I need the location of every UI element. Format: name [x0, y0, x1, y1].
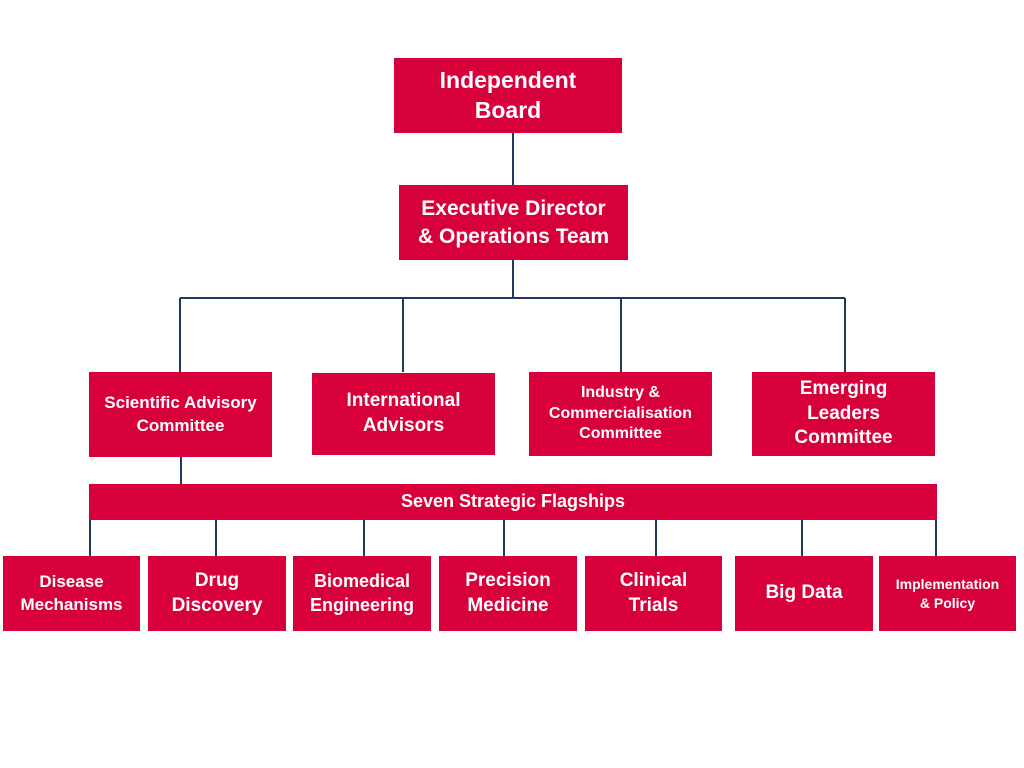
flagship-label: Big Data — [765, 582, 843, 604]
flagship-precision-medicine-box: Precision Medicine — [439, 556, 577, 631]
executive-director-label: Executive Director & Operations Team — [418, 197, 609, 248]
flagship-biomedical-engineering-box: Biomedical Engineering — [293, 556, 431, 631]
flagship-disease-mechanisms-box: Disease Mechanisms — [3, 556, 140, 631]
flagship-drug-discovery-box: Drug Discovery — [148, 556, 286, 631]
flagship-label: Drug Discovery — [171, 569, 263, 616]
flagship-clinical-trials-box: Clinical Trials — [585, 556, 722, 631]
international-advisors-box: International Advisors — [312, 373, 495, 455]
executive-director-box: Executive Director & Operations Team — [399, 185, 628, 260]
committee-label: Scientific Advisory Committee — [104, 393, 257, 435]
flagship-label: Disease Mechanisms — [20, 572, 123, 614]
emerging-leaders-committee-box: Emerging Leaders Committee — [752, 372, 935, 456]
flagship-label: Clinical Trials — [619, 569, 688, 616]
flagship-implementation-policy-box: Implementation & Policy — [879, 556, 1016, 631]
flagship-label: Precision Medicine — [465, 569, 551, 616]
flagship-label: Biomedical Engineering — [309, 571, 414, 615]
independent-board-label: Independent Board — [439, 66, 577, 123]
scientific-advisory-committee-box: Scientific Advisory Committee — [89, 372, 272, 457]
flagship-label: Implementation & Policy — [895, 576, 1000, 611]
committee-label: International Advisors — [346, 390, 461, 436]
flagships-bar-label: Seven Strategic Flagships — [400, 491, 626, 512]
industry-commercialisation-committee-box: Industry & Commercialisation Committee — [529, 372, 712, 456]
committee-label: Industry & Commercialisation Committee — [548, 383, 693, 443]
flagship-big-data-box: Big Data — [735, 556, 873, 631]
seven-strategic-flagships-bar: Seven Strategic Flagships — [89, 484, 937, 520]
independent-board-box: Independent Board — [394, 58, 622, 133]
committee-label: Emerging Leaders Committee — [794, 377, 893, 449]
